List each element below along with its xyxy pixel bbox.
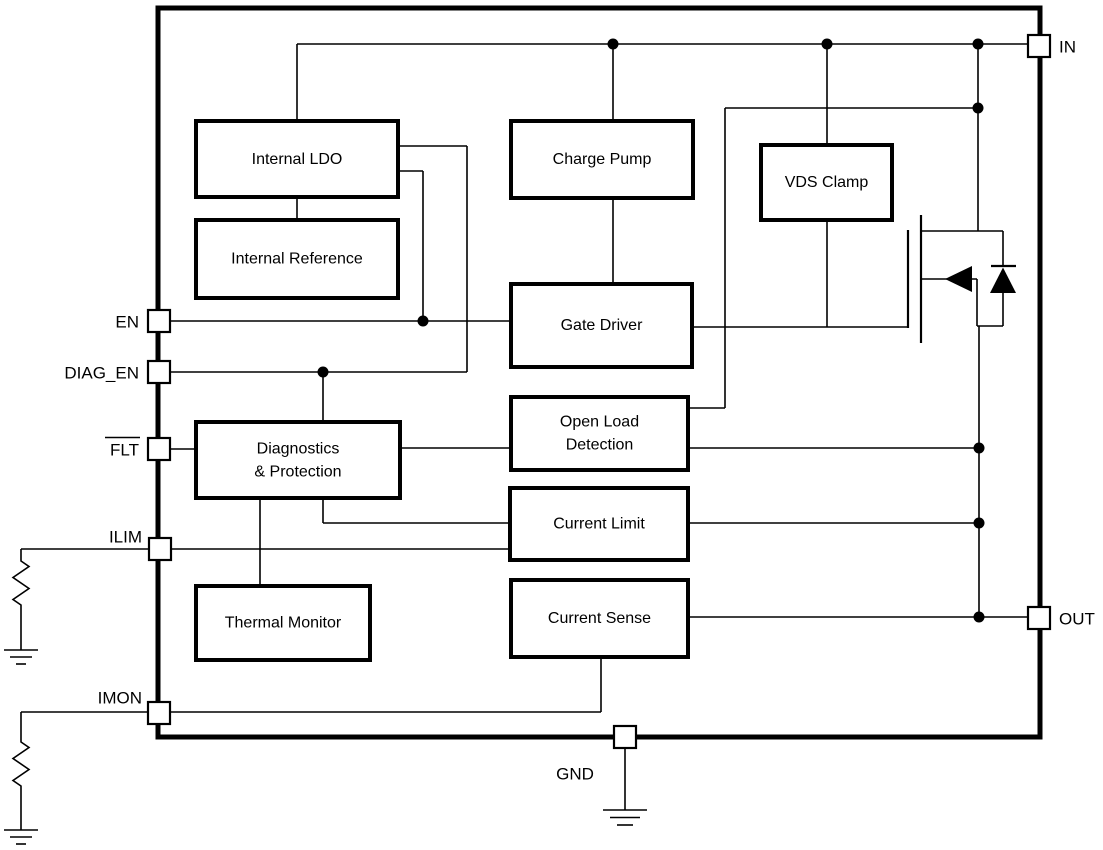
pin-gnd: GND (556, 724, 638, 784)
net-ldo-diag-en (398, 145, 468, 372)
block-label-line1: Open Load (560, 414, 639, 431)
pin-ilim: ILIM (109, 528, 173, 562)
block-internal-reference: Internal Reference (194, 218, 400, 300)
pin-out: OUT (1026, 605, 1095, 631)
block-vds-clamp: VDS Clamp (759, 143, 894, 222)
pin-en: EN (115, 308, 172, 334)
gnd-ground-icon (603, 809, 647, 826)
net-in-rail (296, 43, 1028, 231)
block-gate-driver: Gate Driver (509, 282, 694, 369)
power-mosfet-icon (906, 215, 1016, 343)
pin-label-en: EN (115, 313, 139, 332)
block-label-line2: Detection (566, 437, 634, 454)
mosfet-body-arrow (945, 266, 972, 292)
net-openload-drain (688, 107, 978, 409)
block-label: Current Limit (553, 516, 645, 533)
block-open-load-detection: Open Load Detection (509, 395, 690, 472)
pin-flt: FLT (105, 436, 172, 462)
pin-label-in: IN (1059, 38, 1076, 57)
block-label: Gate Driver (561, 317, 643, 334)
body-diode-icon (990, 231, 1016, 326)
pin-imon: IMON (98, 689, 172, 726)
pin-in: IN (1026, 33, 1076, 59)
imon-ground-icon (4, 829, 38, 845)
block-label: VDS Clamp (785, 174, 869, 191)
pin-label-out: OUT (1059, 610, 1095, 629)
block-current-sense: Current Sense (509, 578, 690, 659)
junction-dots (317, 38, 985, 623)
block-label-line2: & Protection (254, 464, 341, 481)
block-label: Internal LDO (252, 151, 343, 168)
block-label: Internal Reference (231, 251, 363, 268)
ilim-ground-icon (4, 649, 38, 665)
block-label: Charge Pump (553, 151, 652, 168)
net-gate (692, 220, 908, 328)
block-internal-ldo: Internal LDO (194, 119, 400, 199)
pin-label-flt: FLT (110, 441, 139, 460)
block-diagnostics-protection: Diagnostics & Protection (194, 420, 402, 500)
net-out-rail (978, 326, 1028, 618)
pin-diag-en: DIAG_EN (64, 359, 172, 385)
block-current-limit: Current Limit (508, 486, 690, 562)
block-label: Current Sense (548, 610, 651, 627)
pin-label-diag-en: DIAG_EN (64, 364, 139, 383)
block-label: Thermal Monitor (225, 615, 342, 632)
imon-resistor (11, 712, 31, 830)
block-thermal-monitor: Thermal Monitor (194, 584, 372, 662)
pin-label-gnd: GND (556, 765, 594, 784)
net-diag-en (170, 371, 467, 422)
net-currentsense-imon (21, 657, 602, 713)
net-ldo-en (398, 170, 424, 321)
pin-label-imon: IMON (98, 689, 142, 708)
pin-label-ilim: ILIM (109, 528, 142, 547)
block-charge-pump: Charge Pump (509, 119, 695, 200)
block-label-line1: Diagnostics (257, 441, 340, 458)
ilim-resistor (11, 549, 31, 650)
net-diag-currentlimit (322, 498, 510, 524)
